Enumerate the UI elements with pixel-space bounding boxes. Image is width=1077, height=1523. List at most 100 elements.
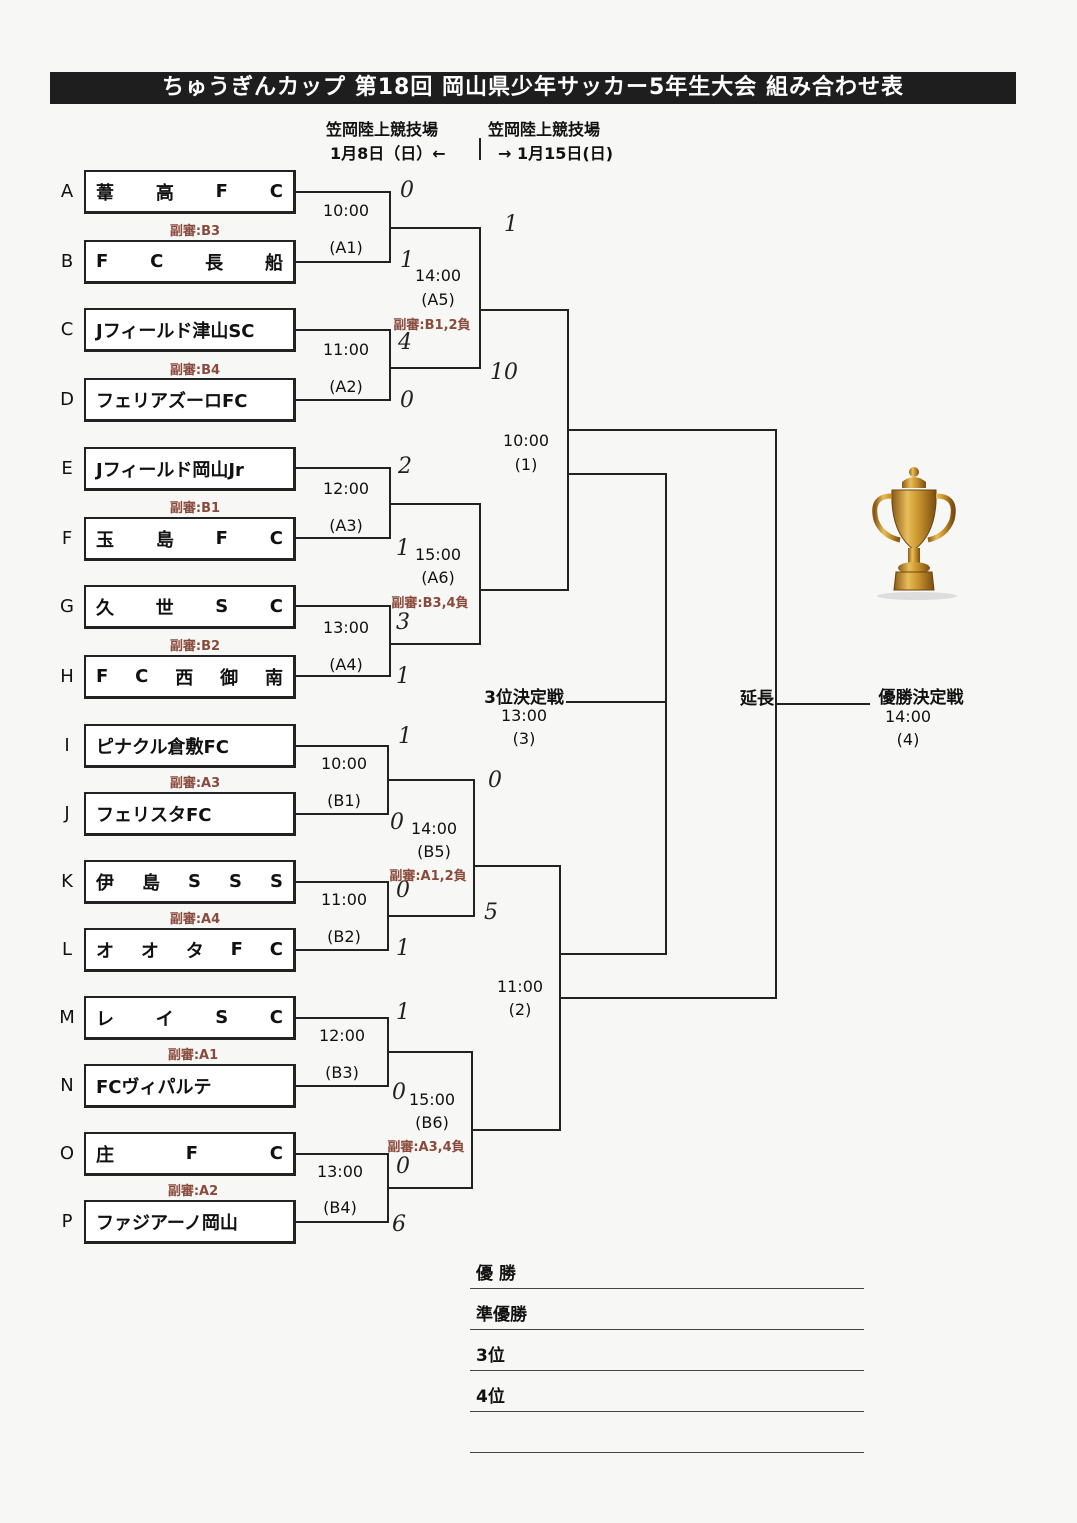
team-name: ピナクル倉敷FC [96, 736, 229, 758]
match-time: 15:00 [408, 1090, 456, 1109]
team-letter: G [60, 596, 74, 617]
team-letter: F [61, 528, 73, 549]
team-box: Jフィールド岡山Jr [84, 447, 296, 491]
result-third-label: 3位 [476, 1346, 505, 1366]
team-name: Jフィールド岡山Jr [96, 459, 244, 481]
score: 0 [390, 810, 404, 835]
score: 1 [398, 724, 412, 749]
team-name: フェリアズーロFC [96, 390, 248, 412]
score: 10 [490, 360, 518, 385]
match-code: (A1) [329, 238, 363, 257]
team-letter: K [61, 871, 73, 892]
team-letter: P [61, 1211, 73, 1232]
result-line [470, 1288, 864, 1289]
team-name: フェリスタFC [96, 804, 212, 826]
team-letter: E [61, 458, 73, 479]
score: 0 [400, 178, 414, 203]
trophy-icon [872, 467, 957, 600]
score: 1 [396, 936, 410, 961]
score: 2 [398, 454, 412, 479]
final-label: 優勝決定戦 [878, 688, 964, 708]
score: 1 [396, 1000, 410, 1025]
team-letter: N [60, 1075, 74, 1096]
team-box: フェリアズーロFC [84, 378, 296, 422]
match-code: (A4) [329, 655, 363, 674]
match-time: 15:00 [414, 545, 462, 564]
day1-date: 1月8日（日）← [330, 144, 446, 163]
match-code: (A6) [421, 568, 455, 587]
score: 1 [396, 536, 410, 561]
referee-note: 副審:B4 [169, 363, 221, 378]
team-letter: C [60, 319, 74, 340]
score: 0 [392, 1080, 406, 1105]
team-letter: J [64, 803, 70, 824]
extension-label: 延長 [740, 689, 774, 709]
result-line [470, 1370, 864, 1371]
score: 1 [504, 212, 518, 237]
score: 0 [396, 1154, 410, 1179]
match-code: (A5) [421, 290, 455, 309]
match-code: (2) [508, 1000, 532, 1019]
match-time: 14:00 [410, 819, 458, 838]
match-code: (1) [514, 455, 538, 474]
score: 4 [398, 330, 412, 355]
team-box: Jフィールド津山SC [84, 308, 296, 352]
match-code: (B6) [415, 1113, 449, 1132]
referee-note: 副審:A3,4負 [387, 1140, 465, 1155]
match-code: (A3) [329, 516, 363, 535]
referee-note: 副審:B3 [169, 224, 221, 239]
score: 5 [484, 900, 498, 925]
day2-venue: 笠岡陸上競技場 [488, 120, 601, 139]
score: 0 [488, 768, 502, 793]
match-time: 12:00 [322, 479, 370, 498]
match-time: 11:00 [322, 340, 370, 359]
day1-venue: 笠岡陸上競技場 [326, 120, 439, 139]
referee-note: 副審:A1 [167, 1048, 219, 1063]
team-box: フェリスタFC [84, 792, 296, 836]
match-code: (3) [512, 729, 536, 748]
result-line [470, 1411, 864, 1412]
team-letter: O [59, 1143, 75, 1164]
score: 0 [396, 878, 410, 903]
result-line [470, 1452, 864, 1453]
page-title: ちゅうぎんカップ 第18回 岡山県少年サッカー5年生大会 組み合わせ表 [50, 72, 1016, 104]
team-name: ファジアーノ岡山 [96, 1212, 238, 1234]
result-line [470, 1329, 864, 1330]
match-time: 10:00 [320, 754, 368, 773]
team-letter: H [60, 666, 74, 687]
match-code: (B4) [323, 1198, 357, 1217]
match-code: (A2) [329, 377, 363, 396]
result-fourth-label: 4位 [476, 1387, 505, 1407]
team-letter: D [60, 389, 74, 410]
day2-date: → 1月15日(日) [498, 144, 614, 163]
team-letter: B [60, 251, 74, 272]
score: 1 [400, 248, 414, 273]
referee-note: 副審:B1,2負 [393, 318, 471, 333]
match-code: (B5) [417, 842, 451, 861]
referee-note: 副審:B1 [169, 501, 221, 516]
result-second-label: 準優勝 [476, 1305, 527, 1325]
score: 6 [392, 1212, 406, 1237]
match-time: 13:00 [322, 618, 370, 637]
match-time: 11:00 [496, 977, 544, 996]
referee-note: 副審:A1,2負 [389, 869, 467, 884]
match-time: 13:00 [316, 1162, 364, 1181]
match-time: 10:00 [502, 431, 550, 450]
score: 1 [396, 664, 410, 689]
match-time: 13:00 [500, 706, 548, 725]
team-letter: A [60, 181, 74, 202]
match-code: (B2) [327, 927, 361, 946]
match-time: 14:00 [884, 707, 932, 726]
referee-note: 副審:A2 [167, 1184, 219, 1199]
referee-note: 副審:A3 [169, 776, 221, 791]
